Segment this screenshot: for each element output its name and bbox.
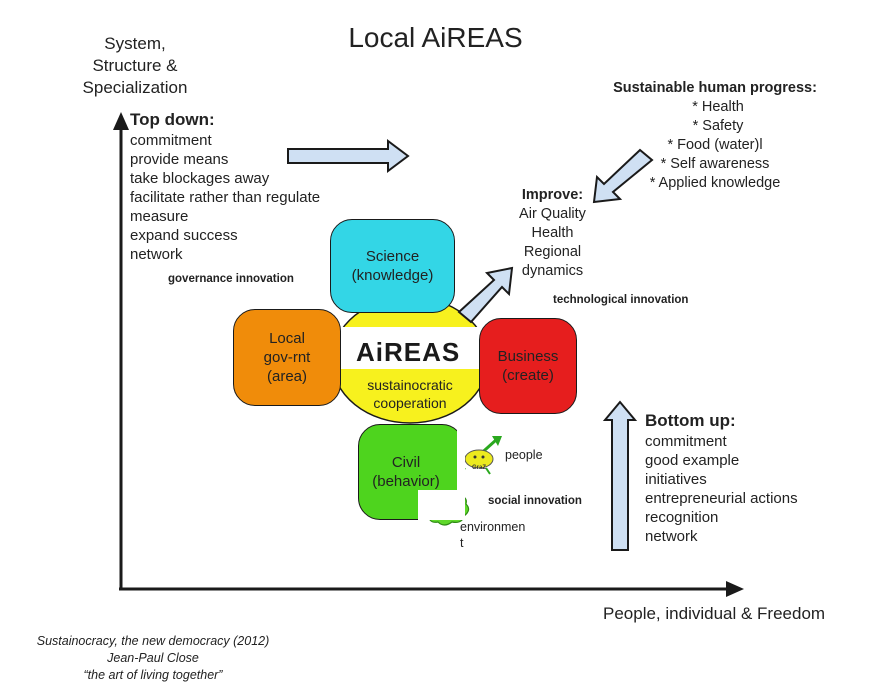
local-government-box-label: gov-rnt [263, 349, 311, 366]
axes [113, 112, 744, 597]
business-box-label: (create) [502, 367, 554, 384]
center-caption-line: cooperation [373, 395, 447, 411]
top-down-block: Top down: commitment provide means take … [130, 110, 320, 264]
environment-label-line: t [460, 536, 464, 550]
science-box-label: Science [365, 248, 420, 265]
bottom-up-item: network [645, 528, 698, 545]
environment-label: environmen t [460, 519, 525, 551]
center-to-improve-arrow [457, 266, 514, 324]
bottom-up-item: commitment [645, 433, 727, 450]
y-axis-label-line: Specialization [82, 78, 188, 97]
social-innovation-label: social innovation [488, 495, 582, 507]
sustainable-progress-block: Sustainable human progress: * Health * S… [590, 79, 840, 193]
sustainable-progress-item: * Safety [692, 118, 744, 134]
improve-block: Improve: Air Quality Health Regional dyn… [500, 186, 605, 281]
people-label: people [505, 448, 543, 462]
bottom-up-item: good example [645, 452, 740, 469]
improve-item: Regional [523, 244, 582, 260]
top-down-arrow [287, 139, 410, 173]
x-axis-label: People, individual & Freedom [603, 604, 826, 623]
improve-heading: Improve: [521, 187, 584, 203]
progress-to-improve-arrow [592, 148, 654, 204]
environment-label-line: environmen [460, 520, 526, 534]
improve-item: Health [531, 225, 574, 241]
science-box: Science (knowledge) [330, 219, 455, 313]
y-axis-label-line: System, [104, 34, 166, 53]
bottom-up-item: entrepreneurial actions [645, 490, 798, 507]
aireas-logo: AiREAS [356, 337, 461, 367]
top-down-item: measure [130, 208, 189, 225]
top-down-item: provide means [130, 151, 229, 168]
center-caption: sustainocratic cooperation [341, 376, 479, 412]
top-down-item: commitment [130, 132, 212, 149]
bottom-up-arrow [602, 400, 638, 551]
top-down-item: network [130, 246, 183, 263]
top-down-item: facilitate rather than regulate [130, 189, 321, 206]
diagram-title: Local AiREAS [348, 22, 523, 53]
footer-line: Jean-Paul Close [107, 651, 199, 665]
top-down-item: take blockages away [130, 170, 270, 187]
technological-innovation-label: technological innovation [553, 294, 689, 306]
top-down-heading: Top down: [130, 110, 215, 129]
improve-item: Air Quality [519, 206, 586, 222]
top-down-item: expand success [130, 227, 238, 244]
bottom-up-block: Bottom up: commitment good example initi… [645, 411, 798, 546]
footer-line: “the art of living together” [83, 668, 223, 682]
bottom-up-item: initiatives [645, 471, 707, 488]
sustainable-progress-heading: Sustainable human progress: [613, 80, 817, 96]
improve-item: dynamics [521, 263, 584, 279]
bottom-up-heading: Bottom up: [645, 411, 736, 430]
y-axis-arrowhead [113, 112, 129, 130]
governance-innovation-label: governance innovation [168, 273, 294, 285]
science-box-label: (knowledge) [351, 267, 434, 284]
bottom-up-item: recognition [645, 509, 719, 526]
footer-citation: Sustainocracy, the new democracy (2012) … [8, 633, 298, 684]
y-axis-label-line: Structure & [92, 56, 178, 75]
civil-box-notch [457, 426, 465, 494]
footer-line: Sustainocracy, the new democracy (2012) [36, 634, 270, 648]
environment-badge: VEHRS [434, 506, 455, 512]
y-axis-label: System, Structure & Specialization [60, 33, 210, 99]
civil-box-notch [418, 490, 465, 520]
people-badge: GraZ [472, 465, 487, 471]
x-axis-arrowhead [726, 581, 744, 597]
civil-box-label: Civil [391, 454, 421, 471]
business-box: Business (create) [479, 318, 577, 414]
local-government-box: Local gov-rnt (area) [233, 309, 341, 406]
sustainable-progress-item: * Food (water)l [667, 137, 763, 153]
center-caption-line: sustainocratic [367, 377, 453, 393]
people-icon [460, 436, 502, 475]
business-box-label: Business [497, 348, 559, 365]
civil-box-label: (behavior) [372, 473, 440, 490]
center-white-band [333, 327, 491, 369]
sustainable-progress-item: * Applied knowledge [649, 175, 781, 191]
local-government-box-label: (area) [266, 368, 307, 385]
local-government-box-label: Local [269, 330, 305, 347]
sustainable-progress-item: * Health [692, 99, 744, 115]
sustainable-progress-item: * Self awareness [660, 156, 770, 172]
